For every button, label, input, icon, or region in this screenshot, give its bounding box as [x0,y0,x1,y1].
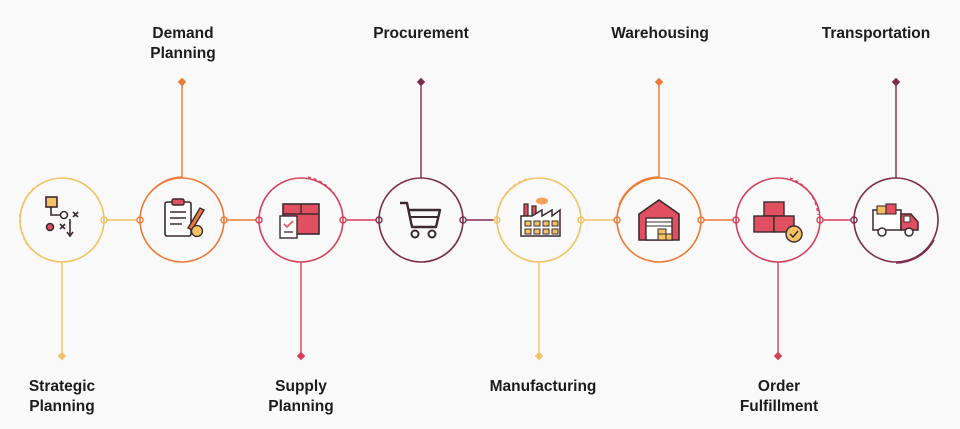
stage-label-demand-planning: Demand Planning [150,25,216,62]
stage-transportation [853,77,939,264]
stage-ring [19,177,105,263]
warehouse-icon [638,199,680,241]
stage-ring [378,177,464,263]
stage-supply-planning [258,176,344,361]
factory-icon [520,197,561,237]
packages-check-icon [753,201,803,243]
stage-label-strategic-planning: Strategic Planning [28,378,96,415]
stage-order-fulfillment [735,177,821,361]
stage-demand-planning [139,77,225,263]
stem-end-marker [773,351,783,361]
cycle-arrow-arc [423,239,459,263]
cycle-arrow-arc [307,176,341,206]
stage-ring [258,177,344,263]
cycle-arrow-arc [895,239,935,264]
stage-warehousing [616,77,702,263]
stem-end-marker [416,77,426,87]
delivery-truck-icon [872,203,919,237]
stage-label-manufacturing: Manufacturing [489,378,597,395]
cycle-arrow-arc [618,176,660,206]
stage-ring [139,177,225,263]
flowchart-icon [45,196,79,238]
stage-ring [616,177,702,263]
boxes-icon [279,203,320,239]
stem-end-marker [177,77,187,87]
stem-end-marker [891,77,901,87]
stem-end-marker [534,351,544,361]
stage-label-supply-planning: Supply Planning [268,378,334,415]
stage-manufacturing [496,177,582,361]
cycle-arrow-arc [789,177,819,216]
stage-label-transportation: Transportation [821,25,931,42]
stem-end-marker [296,351,306,361]
cycle-arrow-arc [496,177,531,246]
stem-end-marker [57,351,67,361]
clipboard-icon [164,198,205,238]
stage-ring [735,177,821,263]
shopping-cart-icon [400,201,442,239]
stage-label-procurement: Procurement [373,25,469,42]
stage-procurement [378,77,464,263]
cycle-arrow-arc [19,187,35,253]
stem-end-marker [654,77,664,87]
cycle-arrow-arc [149,176,183,194]
connector-lines [100,216,858,224]
stage-strategic-planning [19,177,105,361]
stage-ring [853,177,939,263]
stage-label-warehousing: Warehousing [611,25,709,42]
stage-label-order-fulfillment: Order Fulfillment [739,378,819,415]
